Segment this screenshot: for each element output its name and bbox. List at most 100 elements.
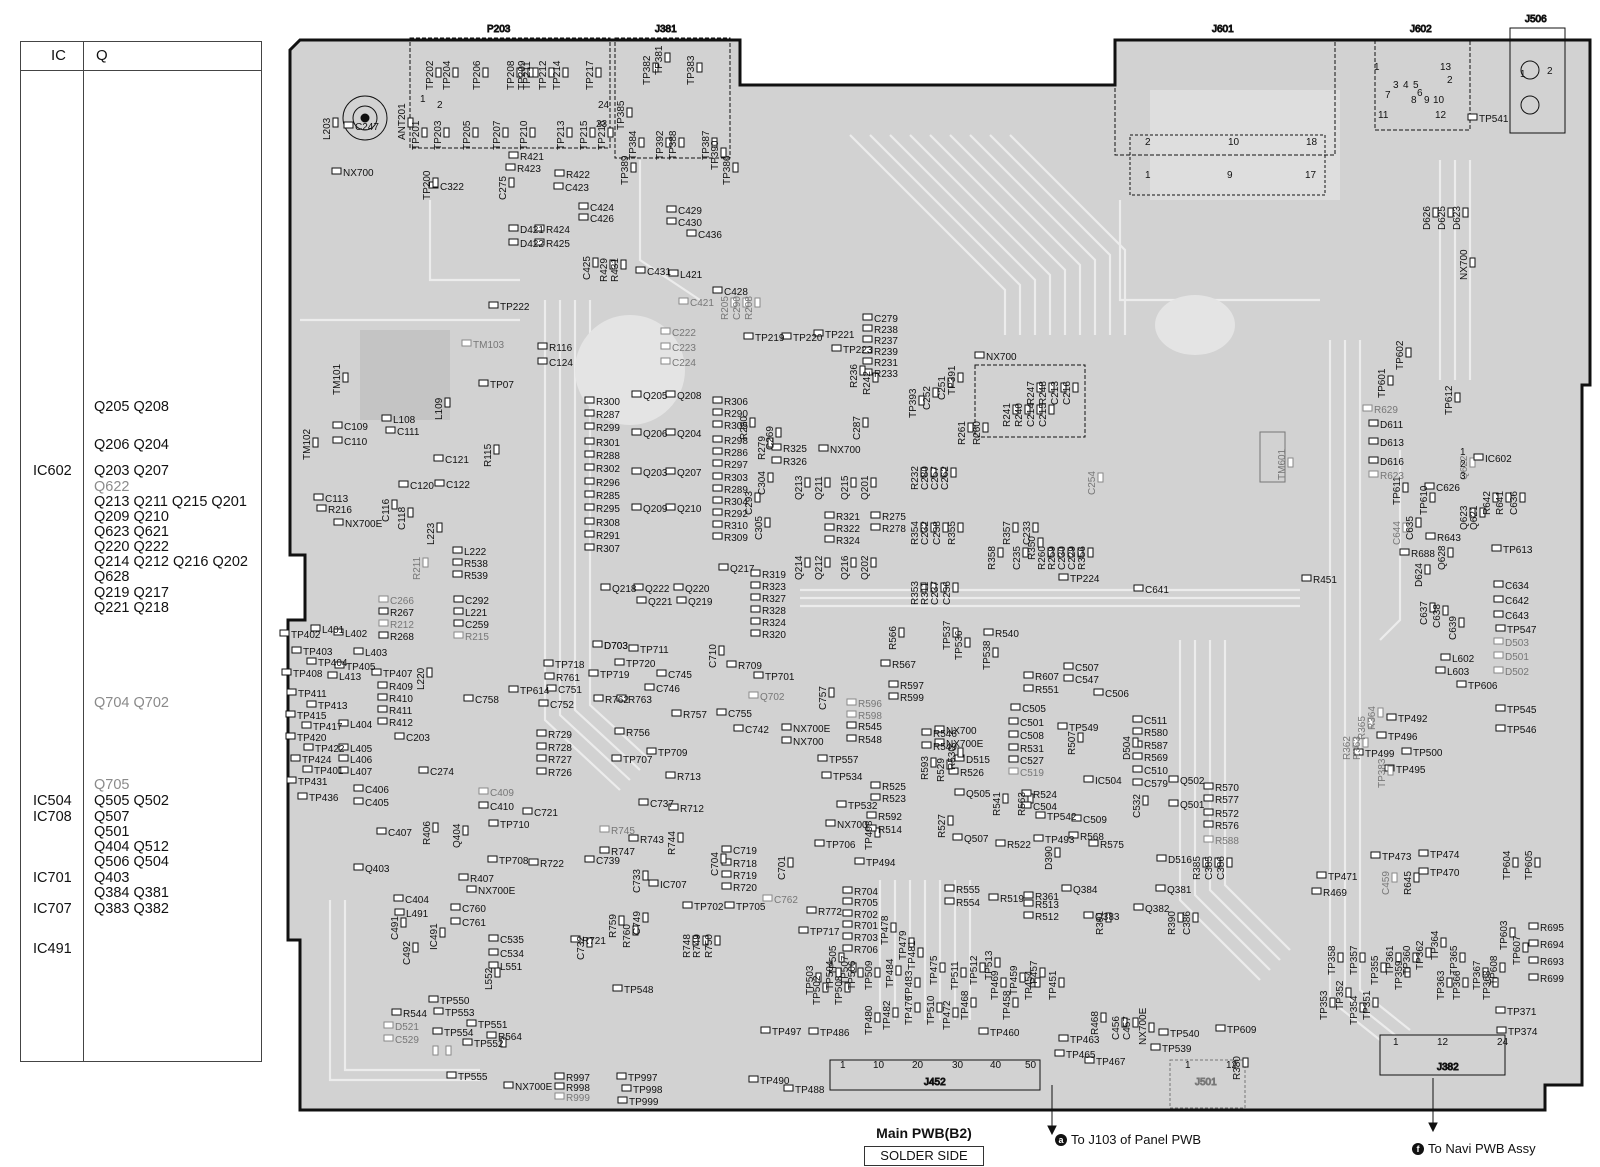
footprint-tp223 [831, 344, 842, 352]
connector-j382: J382 [1379, 1034, 1506, 1076]
footprint-l402 [333, 628, 344, 636]
designator-tp204: TP204 [442, 60, 453, 90]
footprint-tp511 [960, 967, 967, 978]
footprint-tp389 [630, 162, 637, 173]
footprint-tp613 [1491, 544, 1502, 552]
pin-number-j602_b: 13 [1440, 62, 1452, 73]
footprint-r285 [584, 490, 595, 498]
designator-c386: C386 [1216, 856, 1227, 880]
designator-r311: R311 [920, 581, 931, 605]
footprint-c230 [1067, 547, 1074, 558]
designator-r297: R297 [724, 460, 748, 471]
designator-tp603: TP603 [1499, 920, 1510, 950]
designator-tp367: TP367 [1472, 960, 1483, 990]
footprint-c406 [353, 784, 364, 792]
footprint-r300 [584, 396, 595, 404]
footprint-c533 [432, 1045, 439, 1056]
designator-c755: C755 [728, 709, 752, 720]
footprint-c431 [635, 266, 646, 274]
footprint-tp472 [952, 1007, 959, 1018]
designator-nx700e: NX700E [515, 1082, 553, 1093]
designator-r364: R364 [1367, 706, 1378, 730]
footprint-r507 [1077, 732, 1084, 743]
footprint-q217 [718, 563, 729, 571]
designator-tp366: TP366 [1452, 970, 1463, 1000]
footprint-tp493 [1033, 834, 1044, 842]
footprint-tp508 [844, 982, 851, 993]
designator-c424: C424 [590, 203, 614, 214]
footprint-tp388 [678, 137, 685, 148]
footprint-r514 [866, 824, 877, 832]
index-ic-entry: IC708 [33, 809, 72, 825]
module-tm601 [1259, 431, 1286, 483]
footprint-r519 [988, 893, 999, 901]
designator-r304: R304 [724, 497, 748, 508]
footprint-tp353 [1329, 997, 1336, 1008]
footprint-c409 [478, 787, 489, 795]
footprint-r305 [712, 420, 723, 428]
footprint-r757 [671, 709, 682, 717]
footprint-nx700 [934, 725, 945, 733]
footprint-r357 [1012, 522, 1019, 533]
designator-tp420: TP420 [297, 733, 327, 744]
designator-d421: D421 [520, 225, 544, 236]
designator-c547: C547 [1075, 675, 1099, 686]
designator-r629: R629 [1374, 405, 1398, 416]
designator-c406: C406 [365, 785, 389, 796]
footprint-tp554 [432, 1027, 443, 1035]
footprint-tp403 [291, 646, 302, 654]
designator-c423: C423 [565, 183, 589, 194]
footprint-r541 [1002, 793, 1009, 804]
designator-c421: C421 [690, 298, 714, 309]
footprint-c247 [343, 121, 354, 129]
designator-r236: R236 [849, 364, 860, 388]
footprint-r588 [1203, 835, 1214, 843]
index-header-ic: IC [51, 47, 66, 64]
footprint-tp361 [1395, 952, 1402, 963]
footprint-tp484 [895, 965, 902, 976]
designator-tp553: TP553 [445, 1008, 475, 1019]
designator-q621: Q621 [1469, 505, 1480, 530]
designator-r546: R546 [933, 729, 957, 740]
footprint-c579 [1132, 778, 1143, 786]
designator-r323: R323 [762, 582, 786, 593]
footprint-c509 [1071, 814, 1082, 822]
designator-tp351: TP351 [1362, 990, 1373, 1020]
designator-r275: R275 [882, 512, 906, 523]
footprint-c641 [1133, 584, 1144, 592]
footprint-r231 [862, 357, 873, 365]
designator-r563: R563 [1017, 792, 1028, 816]
designator-r361: R361 [1035, 892, 1059, 903]
designator-c757: C757 [818, 686, 829, 710]
designator-tm103: TM103 [473, 340, 505, 351]
footprint-c410 [478, 801, 489, 809]
designator-r412: R412 [389, 718, 413, 729]
designator-tp509: TP509 [864, 960, 875, 990]
footprint-c506 [1093, 688, 1104, 696]
footprint-tp551 [466, 1019, 477, 1027]
designator-r407: R407 [470, 874, 494, 885]
footprint-r592 [866, 811, 877, 819]
connector-j601: J601 [1114, 24, 1336, 196]
designator-tp478: TP478 [880, 915, 891, 945]
footprint-c251 [947, 377, 954, 388]
footprint-c746 [644, 683, 655, 691]
designator-tp539: TP539 [1162, 1044, 1192, 1055]
designator-r326: R326 [783, 457, 807, 468]
footprint-r607 [1023, 671, 1034, 679]
designator-r569: R569 [1144, 753, 1168, 764]
footprint-r354 [920, 522, 927, 533]
footprint-r705 [842, 897, 853, 905]
pin-number-j602_h: 6 [1417, 88, 1423, 99]
footprint-c257 [940, 467, 947, 478]
designator-r280: R280 [739, 416, 750, 440]
designator-tp706: TP706 [826, 840, 856, 851]
footprint-q210 [665, 503, 676, 511]
designator-c642: C642 [1505, 596, 1529, 607]
footprint-d625 [1447, 207, 1454, 218]
footprint-c222 [660, 327, 671, 335]
footprint-r260 [982, 422, 989, 433]
module-nx700-block [974, 364, 1086, 438]
designator-tp405: TP405 [346, 662, 376, 673]
